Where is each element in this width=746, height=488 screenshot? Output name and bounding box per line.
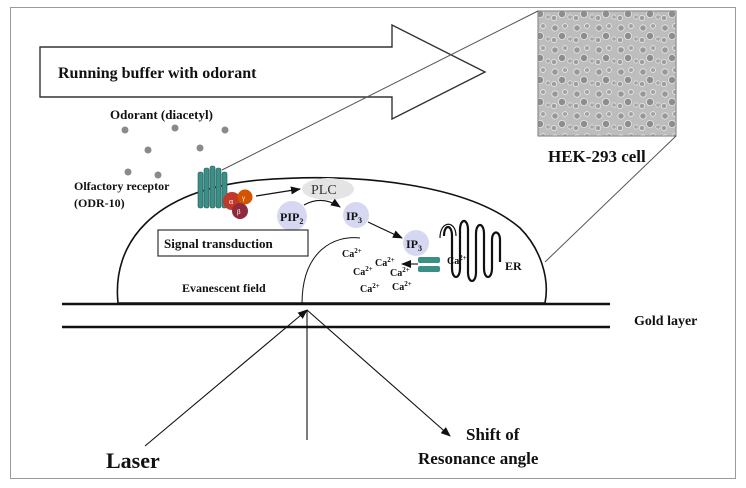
- ip3-subscript-1: 3: [358, 216, 362, 225]
- arrow-g-to-plc: [255, 186, 301, 197]
- svg-text:Ca2+: Ca2+: [375, 256, 395, 269]
- receptor-label-line2: (ODR-10): [74, 196, 125, 210]
- evanescent-field-curve: [301, 237, 361, 305]
- g-beta-label: β: [237, 208, 241, 216]
- hek293-micrograph: [537, 10, 677, 137]
- zoom-line-bottom: [544, 135, 677, 263]
- evanescent-field-label: Evanescent field: [182, 281, 266, 295]
- svg-text:Ca2+: Ca2+: [392, 280, 412, 293]
- pip2-subscript: 2: [299, 217, 303, 226]
- calcium-ions: Ca2+ Ca2+ Ca2+ Ca2+ Ca2+ Ca2+: [342, 247, 412, 295]
- ca-ion-3: Ca: [353, 267, 365, 278]
- ca-ion-2: Ca: [375, 258, 387, 269]
- signal-transduction-label: Signal transduction: [164, 236, 273, 251]
- svg-text:IP3: IP3: [406, 237, 422, 253]
- er-label: ER: [505, 259, 522, 273]
- plc-bubble: [302, 178, 354, 200]
- ca-ion-1: Ca: [342, 249, 354, 260]
- pip2-bubble: [277, 201, 307, 231]
- ca-er-sup: 2+: [459, 254, 467, 262]
- arrow-ip3-to-er: [367, 221, 403, 239]
- hek293-cell-label: HEK-293 cell: [548, 147, 646, 166]
- running-buffer-arrow: Running buffer with odorant: [39, 23, 487, 121]
- figure-frame: [10, 7, 736, 479]
- svg-text:PIP2: PIP2: [280, 210, 303, 226]
- plc-label: PLC: [311, 183, 337, 198]
- ip3-label-1: IP: [346, 209, 358, 223]
- ip3-label-2: IP: [406, 237, 418, 251]
- laser-label: Laser: [106, 448, 160, 473]
- running-buffer-label: Running buffer with odorant: [58, 65, 257, 82]
- svg-text:Ca2+: Ca2+: [447, 254, 467, 267]
- shift-label-line1: Shift of: [466, 425, 520, 444]
- pip2-label: PIP: [280, 210, 299, 224]
- reflected-beam: [306, 309, 451, 437]
- laser-incident-beam: [144, 309, 308, 447]
- ca-ion-4: Ca: [390, 268, 402, 279]
- svg-text:IP3: IP3: [346, 209, 362, 225]
- ip3-subscript-2: 3: [418, 244, 422, 253]
- receptor-label-line1: Olfactory receptor: [74, 179, 170, 193]
- endoplasmic-reticulum: [442, 219, 502, 283]
- ip3-bubble-2: [403, 230, 429, 256]
- svg-text:Ca2+: Ca2+: [390, 266, 410, 279]
- ca-ion-6: Ca: [392, 282, 404, 293]
- olfactory-receptor: [197, 165, 228, 209]
- shift-label-line2: Resonance angle: [418, 449, 539, 468]
- arrow-pip2-to-ip3: [303, 198, 341, 208]
- ca-ion-5: Ca: [360, 284, 372, 295]
- zoom-line-top: [221, 10, 539, 171]
- ca-er-label: Ca: [447, 256, 459, 267]
- g-alpha-label: α: [229, 197, 234, 206]
- svg-text:Ca2+: Ca2+: [342, 247, 362, 260]
- svg-text:Ca2+: Ca2+: [353, 265, 373, 278]
- g-gamma-label: γ: [241, 194, 245, 202]
- gold-layer-label: Gold layer: [634, 314, 697, 329]
- ip3-bubble-1: [343, 202, 369, 228]
- svg-text:Ca2+: Ca2+: [360, 282, 380, 295]
- odorant-label: Odorant (diacetyl): [110, 107, 213, 122]
- signal-transduction-box: [157, 229, 309, 257]
- g-protein: α γ β: [223, 189, 253, 219]
- calcium-channel: [418, 257, 440, 272]
- odorant-molecules: [121, 124, 229, 179]
